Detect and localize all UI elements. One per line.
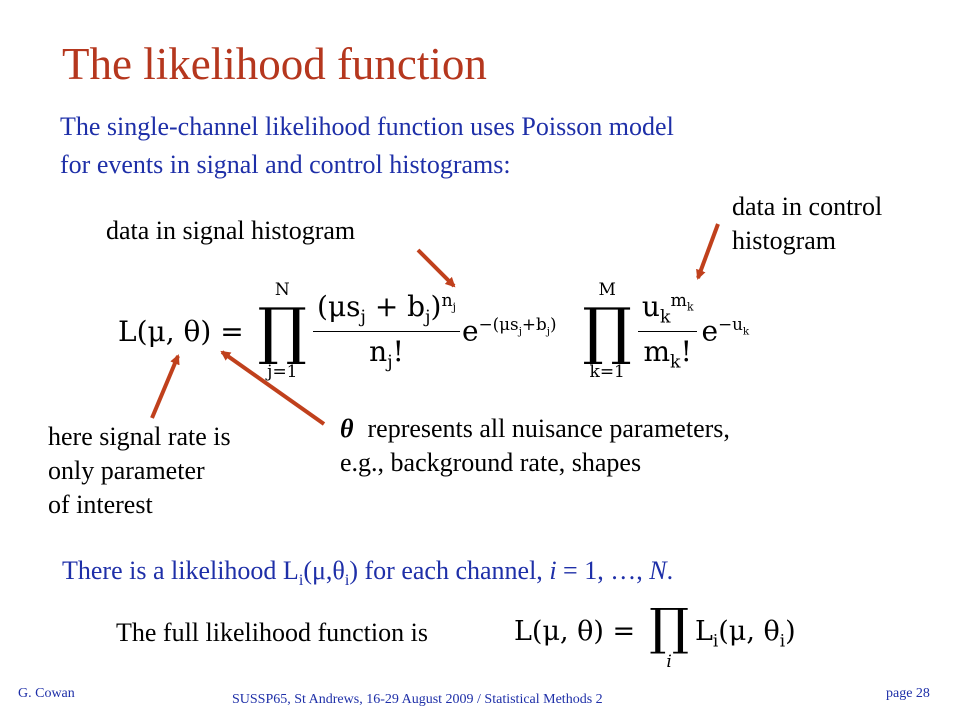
arrow-to-signal-data — [416, 248, 456, 288]
theta-symbol: θ — [340, 414, 354, 443]
label-parameter-of-interest: here signal rate is only parameter of in… — [48, 420, 231, 522]
intro-text: The single-channel likelihood function u… — [60, 108, 674, 184]
product-j-symbol: ∏ — [257, 294, 308, 367]
label-poi-line-1: here signal rate is — [48, 422, 231, 451]
label-poi-line-3: of interest — [48, 490, 153, 519]
product-i-symbol: ∏ — [649, 598, 689, 656]
channel-likelihood-text: There is a likelihood Li(μ,θi) for each … — [62, 556, 674, 590]
control-fraction: ukmk mk! — [637, 290, 698, 372]
label-nuisance-parameters: θ represents all nuisance parameters, e.g… — [340, 412, 730, 480]
product-k-lower: k=1 — [589, 362, 625, 382]
signal-exponential: e−(μsj+bj) — [461, 314, 557, 348]
control-exponential: e−uk — [701, 314, 750, 348]
product-j-lower: j=1 — [267, 362, 298, 382]
label-control-line-2: histogram — [732, 226, 836, 255]
full-likelihood-equation: L(μ, θ) = ∏ i Li(μ, θi) — [514, 602, 796, 672]
single-channel-equation: L(μ, θ) = N ∏ j=1 (μsj + bj)nj nj! e−(μs… — [118, 280, 749, 382]
label-signal-histogram: data in signal histogram — [106, 216, 356, 245]
label-nuisance-line-1: represents all nuisance parameters, — [367, 414, 730, 443]
equation-lhs: L(μ, θ) = — [118, 314, 244, 348]
slide-title: The likelihood function — [62, 39, 487, 89]
product-j: N ∏ j=1 — [258, 280, 307, 382]
intro-line-1: The single-channel likelihood function u… — [60, 112, 674, 141]
arrow-to-theta — [220, 350, 326, 426]
full-equation-rhs: Li(μ, θi) — [694, 616, 796, 651]
product-k-symbol: ∏ — [582, 294, 632, 367]
product-i: ∏ i — [649, 602, 689, 672]
product-k: M ∏ k=1 — [583, 280, 632, 382]
full-likelihood-text: The full likelihood function is — [116, 618, 428, 647]
full-equation-lhs: L(μ, θ) = — [514, 616, 636, 647]
signal-fraction: (μsj + bj)nj nj! — [313, 290, 460, 372]
label-nuisance-line-2: e.g., background rate, shapes — [340, 448, 642, 477]
label-control-histogram: data in control histogram — [732, 190, 882, 258]
product-i-lower: i — [666, 652, 672, 672]
product-k-upper: M — [598, 280, 616, 300]
intro-line-2: for events in signal and control histogr… — [60, 150, 511, 179]
arrow-to-control-data — [696, 223, 720, 280]
footer-author: G. Cowan — [18, 686, 75, 701]
label-control-line-1: data in control — [732, 192, 883, 221]
label-poi-line-2: only parameter — [48, 456, 205, 485]
product-j-upper: N — [274, 280, 290, 300]
footer-event: SUSSP65, St Andrews, 16-29 August 2009 /… — [232, 692, 603, 707]
arrow-to-mu — [150, 354, 180, 419]
footer-page-number: page 28 — [886, 686, 930, 701]
